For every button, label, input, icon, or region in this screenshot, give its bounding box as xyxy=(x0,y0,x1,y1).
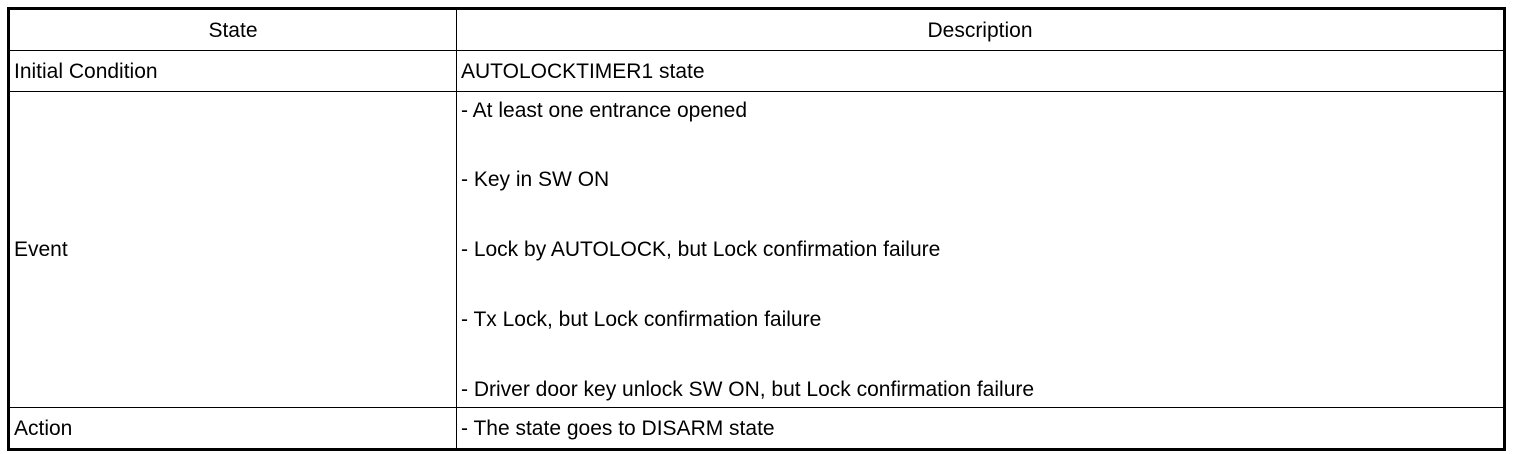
cell-action-state: Action xyxy=(8,407,457,450)
cell-initial-state: Initial Condition xyxy=(8,50,457,92)
event-item: - Tx Lock, but Lock confirmation failure xyxy=(461,307,822,331)
table-row-action: Action - The state goes to DISARM state xyxy=(8,407,1505,450)
header-row: State Description xyxy=(8,8,1505,51)
table-row-initial-condition: Initial Condition AUTOLOCKTIMER1 state xyxy=(8,50,1505,92)
table-row-event: Event - At least one entrance opened - K… xyxy=(8,91,1505,408)
event-item: - Lock by AUTOLOCK, but Lock confirmatio… xyxy=(461,238,941,261)
event-list: - At least one entrance opened - Key in … xyxy=(461,100,1499,400)
event-item: - At least one entrance opened xyxy=(461,98,748,122)
event-item: - Driver door key unlock SW ON, but Lock… xyxy=(461,377,1035,401)
cell-event-state: Event xyxy=(8,91,457,408)
header-state: State xyxy=(8,8,457,51)
header-description: Description xyxy=(456,8,1505,51)
event-item: - Key in SW ON xyxy=(461,168,610,192)
cell-initial-description: AUTOLOCKTIMER1 state xyxy=(456,50,1505,92)
cell-event-description: - At least one entrance opened - Key in … xyxy=(456,91,1505,408)
state-transition-table: State Description Initial Condition AUTO… xyxy=(7,7,1506,451)
cell-action-description: - The state goes to DISARM state xyxy=(456,407,1505,450)
